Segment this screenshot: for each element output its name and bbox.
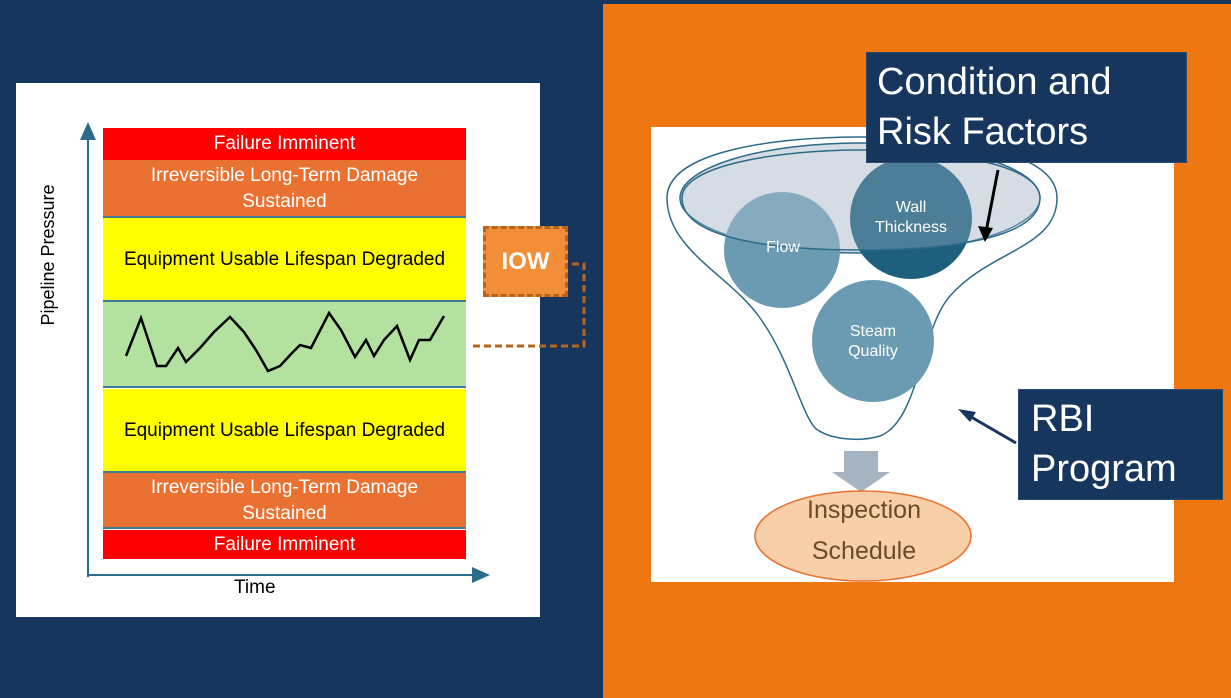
steam-quality-label: Steam Quality [848, 323, 898, 360]
band-degraded-top: Equipment Usable Lifespan Degraded [103, 218, 466, 302]
rbi-arrow [965, 412, 1017, 445]
flow-label: Flow [766, 239, 800, 256]
band-divider [103, 216, 466, 218]
condition-risk-callout: Condition and Risk Factors [866, 52, 1187, 163]
band-damage-top: Irreversible Long-Term Damage Sustained [103, 160, 466, 217]
down-arrow [832, 451, 890, 492]
flow-circle [724, 192, 840, 308]
inspection-schedule-label: Inspection Schedule [807, 496, 921, 565]
x-axis-label: Time [234, 577, 276, 598]
condition-arrow [984, 169, 1000, 233]
band-degraded-bottom: Equipment Usable Lifespan Degraded [103, 389, 466, 473]
inspection-schedule-ellipse [754, 490, 972, 582]
rbi-program-callout: RBI Program [1018, 389, 1223, 500]
band-divider [103, 386, 466, 388]
band-failure-top: Failure Imminent [103, 128, 466, 160]
steam-quality-circle [812, 280, 934, 402]
band-divider [103, 300, 466, 302]
iow-label-box: IOW [483, 226, 568, 297]
band-divider [103, 527, 466, 529]
wall-thickness-label: Wall Thickness [874, 199, 948, 236]
wall-thickness-circle [850, 157, 972, 279]
band-damage-bottom: Irreversible Long-Term Damage Sustained [103, 473, 466, 528]
band-divider [103, 471, 466, 473]
band-failure-bottom: Failure Imminent [103, 530, 466, 559]
